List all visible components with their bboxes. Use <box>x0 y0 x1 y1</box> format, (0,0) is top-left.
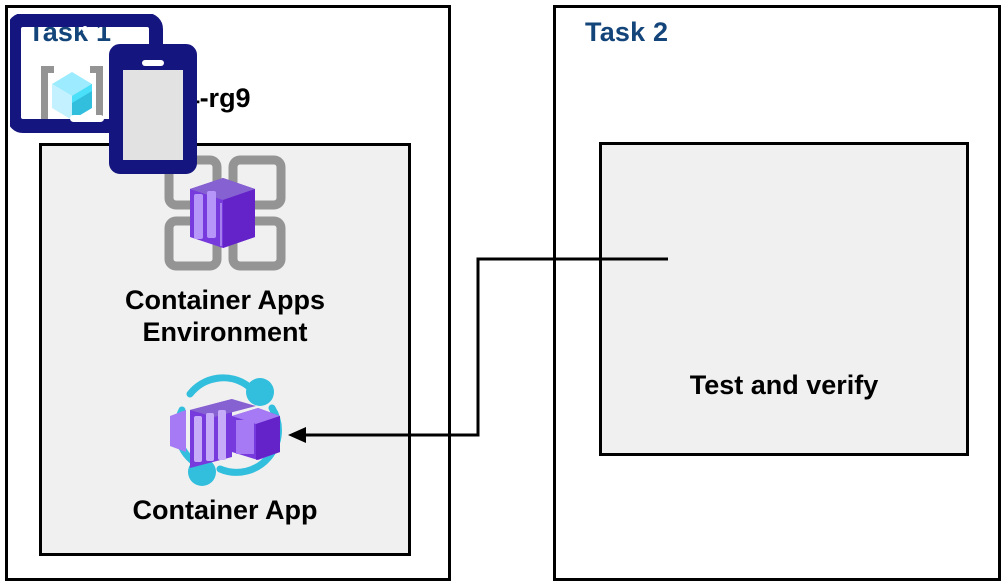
test-and-verify-devices-icon <box>7 13 222 174</box>
container-apps-environment-icon <box>160 153 290 273</box>
resource-group-icon <box>36 63 108 134</box>
container-apps-environment-label: Container Apps Environment <box>124 285 325 347</box>
task-2-title: Task 2 <box>585 17 669 47</box>
test-and-verify-box <box>599 142 969 456</box>
test-and-verify-label: Test and verify <box>689 370 879 400</box>
container-app-label: Container App <box>132 495 318 525</box>
test-and-verify-icon-plate <box>0 0 232 188</box>
container-app-icon <box>160 372 290 487</box>
